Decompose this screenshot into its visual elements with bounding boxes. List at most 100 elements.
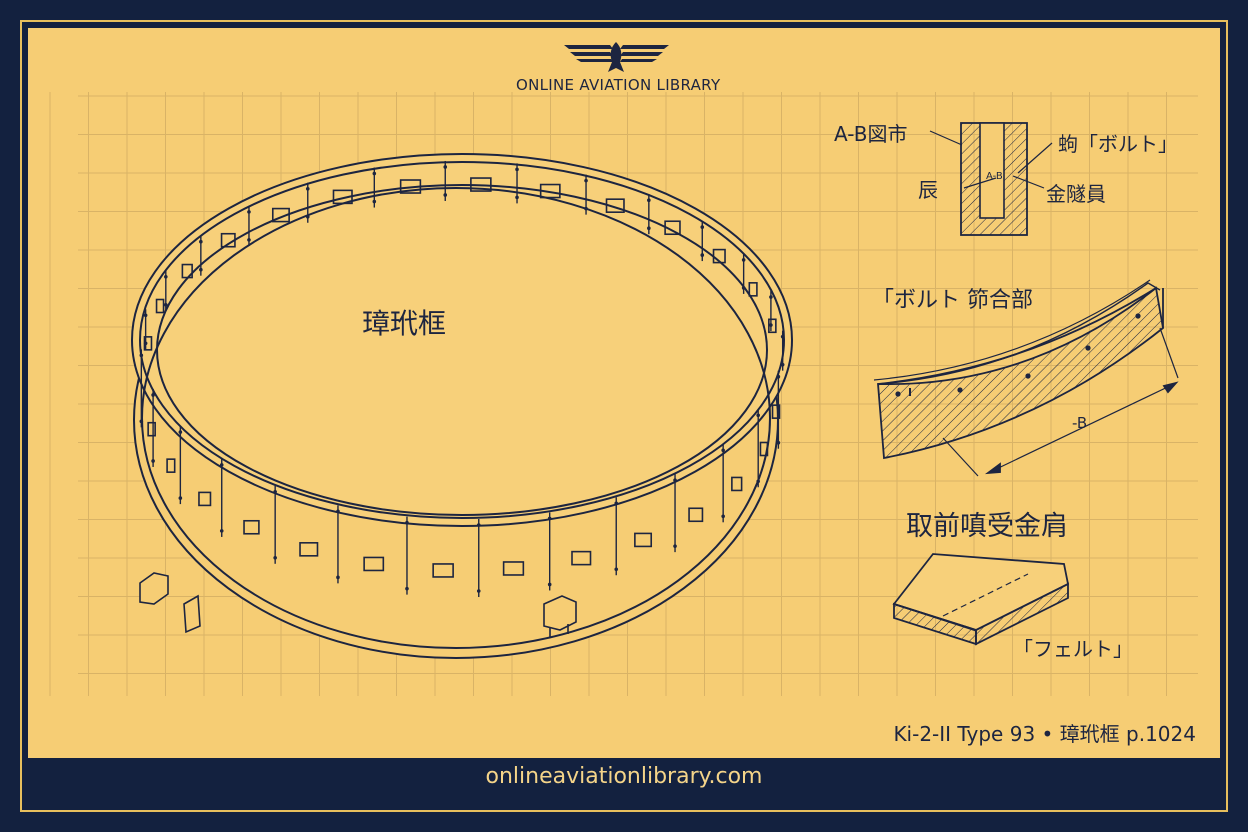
ring-label: 璋玳框 xyxy=(362,307,447,340)
ring-rivet xyxy=(700,225,705,229)
ring-rivet xyxy=(139,353,144,358)
ring-rivet xyxy=(769,295,773,299)
technical-drawing xyxy=(49,42,1198,696)
ring-rivet xyxy=(151,459,155,463)
section-left-label: 辰 xyxy=(918,178,938,202)
ring-windows xyxy=(143,177,781,578)
ring-rivet xyxy=(336,509,340,514)
ring-rivet xyxy=(476,589,481,593)
bolt-label: 蚼「ボルト」 xyxy=(1058,132,1178,156)
ring-rivet xyxy=(673,478,677,482)
ring-rivet xyxy=(547,516,552,521)
ring-frame xyxy=(131,153,793,659)
ring-rivet xyxy=(305,186,310,191)
ring-window xyxy=(198,491,212,507)
ring-rivet xyxy=(219,463,224,467)
ring-rivet xyxy=(199,239,203,244)
ring-rivet xyxy=(199,267,203,272)
ring-rivet xyxy=(143,313,148,318)
ring-window xyxy=(748,282,758,297)
ring-window xyxy=(243,519,260,535)
ring-window xyxy=(664,220,681,236)
ring-window xyxy=(502,561,525,576)
ring-rivet xyxy=(405,520,409,525)
ring-window xyxy=(470,177,492,192)
ring-rivet xyxy=(515,195,519,200)
ring-window xyxy=(771,404,781,419)
ring-window xyxy=(605,198,625,213)
ring-rivet xyxy=(721,448,725,453)
ring-rivet xyxy=(336,575,340,580)
bolt-joint-detail xyxy=(873,279,1179,477)
ring-rivet xyxy=(721,514,725,519)
ring-window xyxy=(634,532,653,548)
ring-rivet xyxy=(547,582,552,587)
ring-rivet xyxy=(139,419,144,424)
page-caption: Ki-2-II Type 93 • 璋玳框 p.1024 xyxy=(893,722,1196,746)
ring-window xyxy=(399,179,422,194)
ring-window xyxy=(768,318,777,334)
ring-rivet xyxy=(776,440,781,445)
ring-rivet xyxy=(741,286,746,290)
dimension-label: -B xyxy=(1072,414,1088,432)
ring-rivet xyxy=(151,393,155,397)
ring-window xyxy=(688,507,704,523)
mounting-brackets xyxy=(139,572,577,638)
ring-rivet xyxy=(305,214,310,219)
ring-rivet xyxy=(372,171,377,176)
ring-window xyxy=(299,542,319,557)
ring-rivets xyxy=(139,165,785,593)
footer-url[interactable]: onlineaviationlibrary.com xyxy=(485,764,763,789)
ring-rivet xyxy=(219,529,224,533)
joint-title: 「ボルト 笷合部 xyxy=(872,288,1033,313)
ring-window xyxy=(363,556,385,572)
ring-window xyxy=(147,421,156,437)
ring-rivet xyxy=(584,178,588,183)
ring-window xyxy=(155,298,165,314)
ring-rivet xyxy=(515,167,519,172)
ring-rivet xyxy=(756,413,760,418)
section-inner-label: A-B xyxy=(986,171,1003,182)
ring-window xyxy=(271,207,290,223)
ring-rivet xyxy=(780,334,785,339)
ring-rivet xyxy=(614,567,619,572)
blueprint-sheet: ONLINE AVIATION LIBRARY 璋玳框 A-B図市 蚼「ボルト」… xyxy=(28,28,1220,758)
ring-rivet xyxy=(405,586,409,591)
ring-rivet xyxy=(756,479,760,484)
ring-rivet xyxy=(372,199,377,204)
ring-rivet xyxy=(443,165,448,169)
felt-receiver-detail xyxy=(892,553,1070,646)
brand-name: ONLINE AVIATION LIBRARY xyxy=(516,76,721,94)
ring-window xyxy=(181,263,193,279)
ring-rivet xyxy=(247,238,251,242)
ring-rivet xyxy=(143,341,148,346)
fitting-label: 金隧員 xyxy=(1046,182,1106,206)
gold-border xyxy=(20,20,1228,812)
section-title: A-B図市 xyxy=(834,122,908,146)
ring-rivet xyxy=(273,555,277,560)
ring-rivet xyxy=(647,198,651,203)
ring-rivet xyxy=(164,302,168,307)
ring-rivet xyxy=(443,193,448,197)
ring-window xyxy=(539,183,561,199)
ring-window xyxy=(332,189,353,205)
ring-rivet xyxy=(700,253,705,257)
ring-rivet xyxy=(247,210,251,214)
ring-window xyxy=(220,232,236,248)
ring-rivet xyxy=(769,323,773,327)
ring-window xyxy=(712,248,726,264)
ring-rivet xyxy=(178,430,183,434)
ring-rivet xyxy=(776,374,781,379)
ring-rivet xyxy=(673,544,677,548)
ring-window xyxy=(731,476,743,492)
ring-rivet xyxy=(780,362,785,367)
ring-window xyxy=(759,441,769,457)
ring-rivet xyxy=(164,274,168,279)
ring-window xyxy=(571,550,592,566)
felt-label: 「フェルト」 xyxy=(1013,637,1133,661)
ring-rivet xyxy=(273,489,277,494)
ring-rivet xyxy=(584,206,588,211)
receiver-title: 取前嗔受金肩 xyxy=(906,511,1068,542)
ring-window xyxy=(432,563,454,578)
